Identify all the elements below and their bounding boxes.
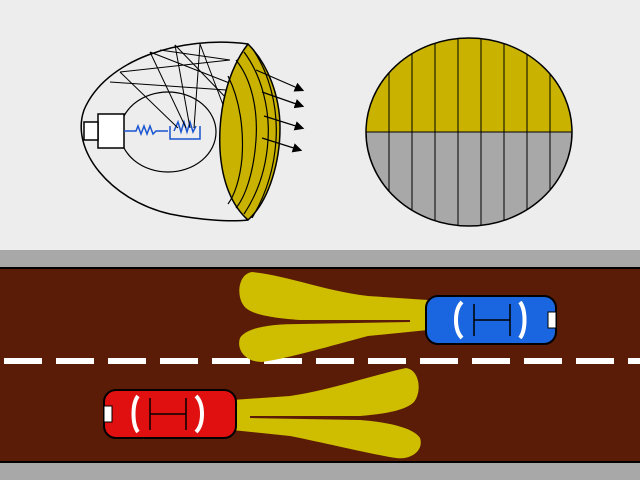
red-car-beam [232, 368, 421, 459]
reflector-shell [80, 41, 249, 222]
red-car [103, 389, 237, 439]
blue-car [425, 295, 557, 345]
lane-divider [4, 358, 640, 364]
lens-side [219, 42, 281, 222]
filament-icon [124, 123, 168, 137]
road-edge-bottom [0, 463, 640, 480]
reflected-rays [109, 43, 233, 129]
outgoing-light-arrows [255, 69, 305, 153]
blue-car-beam [239, 272, 428, 362]
headlamp-cross-section [80, 41, 305, 222]
bulb-socket-pin [83, 121, 99, 141]
shield-cup-icon [169, 126, 201, 140]
road-scene [0, 250, 640, 480]
road-edge-top [0, 250, 640, 268]
lens-front-view [365, 37, 573, 227]
bulb-socket [97, 113, 125, 149]
lens-ridges [227, 47, 277, 219]
